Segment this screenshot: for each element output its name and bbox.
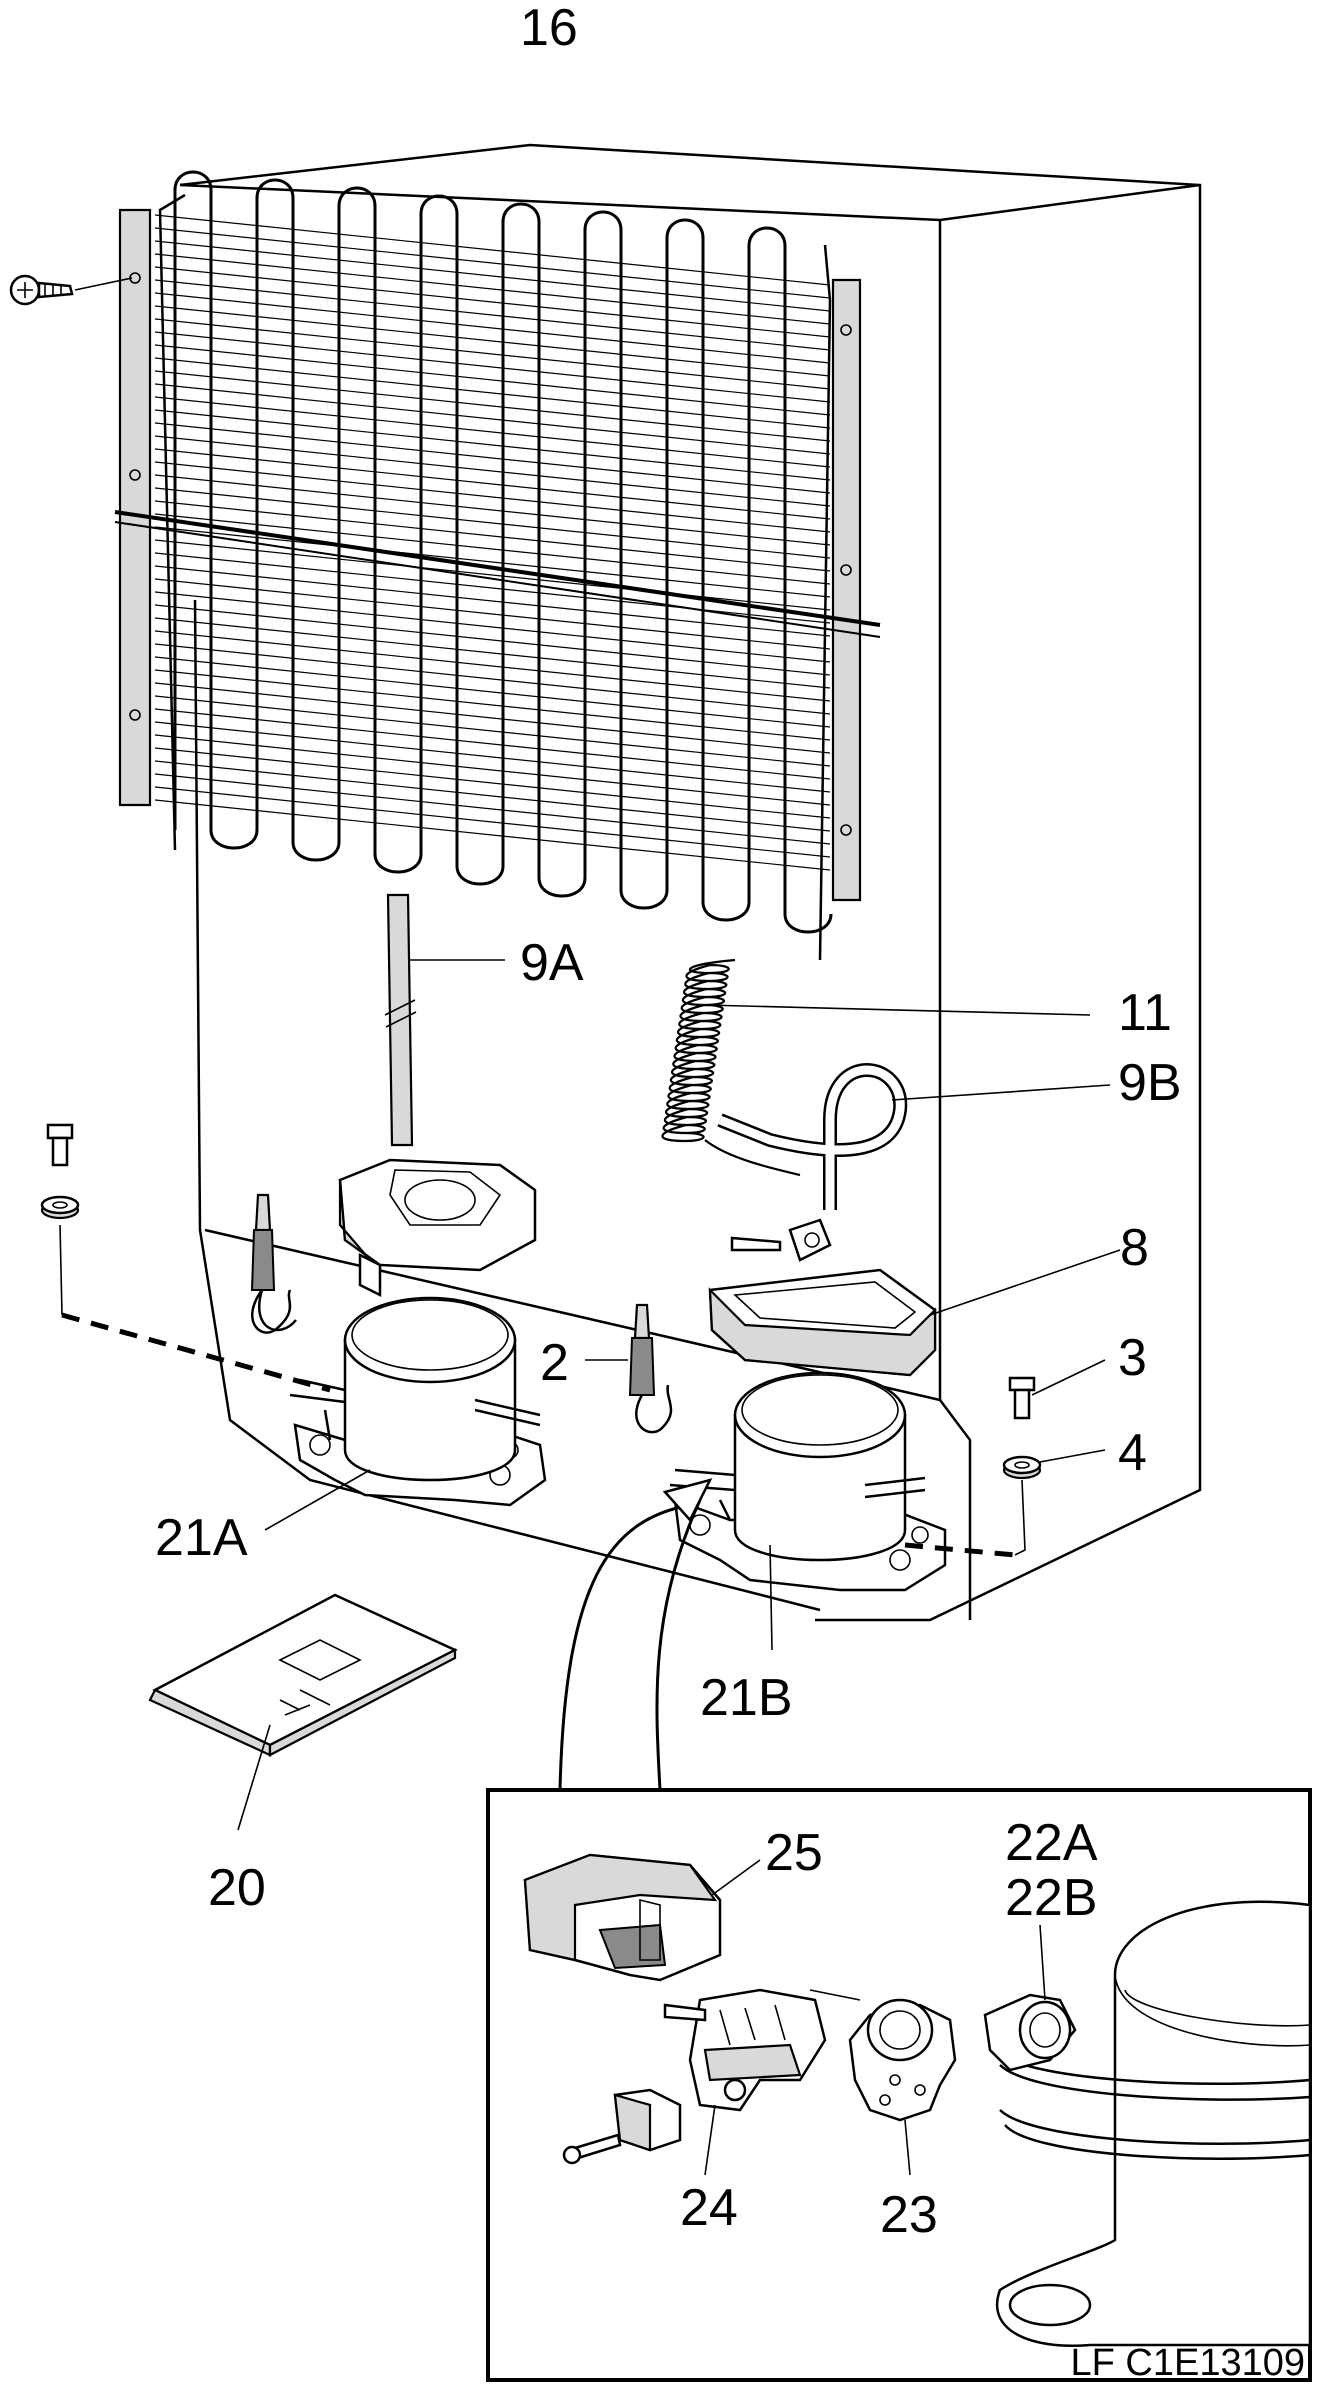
bent-tube-9b	[717, 1063, 1111, 1210]
callout-23: 23	[880, 2186, 938, 2244]
water-tray-8	[708, 1249, 1121, 1377]
compressor-21b	[669, 1371, 947, 1651]
compressor-21a	[264, 1296, 547, 1531]
callout-22a: 22A	[1005, 1814, 1098, 1872]
condenser-16	[114, 170, 881, 961]
dashed-guide-right	[904, 1542, 1016, 1558]
terminal-block	[663, 1988, 827, 2176]
callout-2: 2	[540, 1334, 569, 1392]
callout-8: 8	[1120, 1219, 1149, 1277]
callout-25: 25	[765, 1824, 823, 1882]
callout-16: 16	[520, 0, 578, 57]
callout-20: 20	[208, 1859, 266, 1917]
callout-3: 3	[1118, 1329, 1147, 1387]
detail-inset	[486, 1788, 1312, 2382]
callout-9a: 9A	[520, 934, 584, 992]
grommet-4	[1002, 1449, 1106, 1556]
screw	[9, 274, 133, 306]
detail-arrow	[558, 1478, 713, 1791]
terminal-cover-25	[523, 1853, 761, 1982]
reference-code: LF C1E13109	[1071, 2342, 1306, 2384]
callout-11: 11	[1118, 984, 1172, 1042]
callout-9b: 9B	[1118, 1054, 1182, 1112]
cabinet-outline	[179, 143, 1202, 1622]
spring-coil-11	[661, 958, 1091, 1177]
drain-tube-9a	[384, 893, 505, 1147]
capacitor-2-left	[250, 1193, 297, 1334]
dashed-guide-left	[61, 1312, 331, 1393]
compressor-corner	[994, 1900, 1312, 2347]
manual-20	[148, 1593, 458, 1831]
callout-4: 4	[1118, 1424, 1147, 1482]
bolt-3	[1008, 1359, 1106, 1420]
callout-24: 24	[680, 2179, 738, 2237]
capacitor-2-right	[585, 1303, 673, 1434]
tube-clip	[730, 1218, 832, 1262]
drip-tray	[338, 1158, 537, 1298]
plug-24	[562, 2088, 682, 2165]
bolt-left	[40, 1123, 80, 1316]
overload-protector-22	[983, 1924, 1077, 2072]
callout-22b: 22B	[1005, 1869, 1098, 1927]
relay-23	[809, 1989, 957, 2176]
callout-21a: 21A	[155, 1509, 248, 1567]
callout-21b: 21B	[700, 1669, 793, 1727]
